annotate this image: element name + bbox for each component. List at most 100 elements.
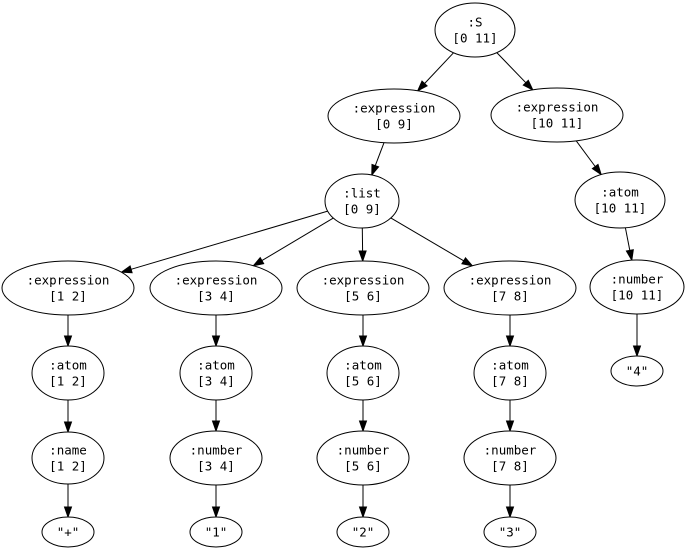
tree-node-expression-3-4-label: :expression <box>175 273 258 288</box>
arrowhead-icon <box>120 265 133 274</box>
tree-node-expression-7-8-label: [7 8] <box>491 289 529 304</box>
edge-list-0-9-to-expr-3-4 <box>261 217 334 262</box>
tree-node-expression-1-2-label: [1 2] <box>49 289 87 304</box>
tree-node-atom-3-4: :atom[3 4] <box>179 345 253 401</box>
tree-node-expression-7-8: :expression[7 8] <box>443 260 577 316</box>
arrowhead-icon <box>505 335 515 348</box>
tree-node-list-0-9-label: :list <box>343 186 381 201</box>
tree-node-number-5-6: :number[5 6] <box>316 430 410 486</box>
tree-node-atom-7-8-label: :atom <box>491 358 529 373</box>
tree-leaf-1-ellipse <box>189 516 243 548</box>
tree-node-atom-7-8-label: [7 8] <box>491 374 529 389</box>
tree-node-atom-7-8: :atom[7 8] <box>473 345 547 401</box>
tree-node-s-0-11-ellipse <box>434 2 516 58</box>
tree-node-atom-3-4-ellipse <box>179 345 253 401</box>
tree-node-atom-5-6-label: :atom <box>344 358 382 373</box>
tree-node-number-7-8-label: [7 8] <box>491 459 529 474</box>
tree-node-name-1-2: :name[1 2] <box>31 431 105 485</box>
tree-node-atom-3-4-label: [3 4] <box>197 374 235 389</box>
tree-node-atom-1-2-label: [1 2] <box>49 374 87 389</box>
tree-node-number-10-11-label: :number <box>611 272 664 287</box>
arrowhead-icon <box>63 506 73 519</box>
tree-node-expression-0-9-ellipse <box>327 88 461 144</box>
tree-node-atom-10-11-label: :atom <box>601 185 639 200</box>
tree-node-name-1-2-label: [1 2] <box>49 459 87 474</box>
tree-node-expression-0-9-label: [0 9] <box>375 117 413 132</box>
tree-node-name-1-2-label: :name <box>49 443 87 458</box>
arrowhead-icon <box>63 335 73 348</box>
tree-node-list-0-9: :list[0 9] <box>324 173 400 229</box>
tree-leaf-4-label: "4" <box>626 364 649 379</box>
edge-list-0-9-to-expr-1-2 <box>130 210 328 270</box>
tree-node-number-5-6-label: [5 6] <box>344 459 382 474</box>
tree-node-number-7-8-ellipse <box>463 430 557 486</box>
arrowhead-icon <box>505 506 515 519</box>
arrowhead-icon <box>211 420 221 433</box>
tree-node-expression-5-6-ellipse <box>296 260 430 316</box>
tree-node-expression-10-11-label: [10 11] <box>531 116 584 131</box>
tree-node-expression-5-6-label: :expression <box>322 273 405 288</box>
tree-node-s-0-11: :S[0 11] <box>434 2 516 58</box>
tree-node-s-0-11-label: :S <box>467 15 482 30</box>
tree-node-list-0-9-ellipse <box>324 173 400 229</box>
edge-s-0-11-to-expr-0-9 <box>424 52 454 84</box>
tree-node-expression-3-4-label: [3 4] <box>197 289 235 304</box>
arrowhead-icon <box>358 335 368 348</box>
tree-node-expression-0-9-label: :expression <box>353 101 436 116</box>
tree-node-number-5-6-ellipse <box>316 430 410 486</box>
tree-node-number-10-11-ellipse <box>589 259 685 315</box>
tree-node-expression-1-2-ellipse <box>1 260 135 316</box>
tree-leaf-plus: "+" <box>41 516 95 548</box>
arrowhead-icon <box>522 79 534 91</box>
tree-leaf-4: "4" <box>610 355 664 387</box>
tree-node-atom-10-11: :atom[10 11] <box>574 171 666 229</box>
edge-expr-10-11-to-atom-10-11 <box>575 140 596 167</box>
edge-s-0-11-to-expr-10-11 <box>496 52 527 84</box>
tree-node-s-0-11-label: [0 11] <box>452 31 497 46</box>
tree-node-atom-1-2: :atom[1 2] <box>31 345 105 401</box>
arrowhead-icon <box>211 506 221 519</box>
tree-node-atom-1-2-ellipse <box>31 345 105 401</box>
tree-leaf-2-ellipse <box>336 516 390 548</box>
tree-node-expression-10-11: :expression[10 11] <box>490 87 624 143</box>
arrowhead-icon <box>252 256 265 267</box>
arrowhead-icon <box>358 420 368 433</box>
tree-node-list-0-9-label: [0 9] <box>343 202 381 217</box>
tree-leaf-2: "2" <box>336 516 390 548</box>
tree-node-number-10-11: :number[10 11] <box>589 259 685 315</box>
tree-node-atom-5-6-ellipse <box>326 345 400 401</box>
tree-node-expression-10-11-label: :expression <box>516 100 599 115</box>
arrowhead-icon <box>591 163 603 176</box>
tree-node-atom-5-6: :atom[5 6] <box>326 345 400 401</box>
tree-node-expression-1-2: :expression[1 2] <box>1 260 135 316</box>
tree-node-atom-5-6-label: [5 6] <box>344 374 382 389</box>
edge-atom-10-11-to-number-10-11 <box>624 227 631 251</box>
arrowhead-icon <box>505 420 515 433</box>
tree-node-number-7-8: :number[7 8] <box>463 430 557 486</box>
tree-node-number-3-4-label: [3 4] <box>197 459 235 474</box>
tree-leaf-1: "1" <box>189 516 243 548</box>
tree-node-expression-7-8-ellipse <box>443 260 577 316</box>
tree-node-expression-10-11-ellipse <box>490 87 624 143</box>
tree-node-expression-3-4: :expression[3 4] <box>149 260 283 316</box>
tree-node-number-3-4-ellipse <box>169 430 263 486</box>
tree-node-number-7-8-label: :number <box>484 443 537 458</box>
arrowhead-icon <box>416 80 428 92</box>
tree-node-atom-10-11-ellipse <box>574 171 666 229</box>
tree-edges <box>63 52 642 519</box>
tree-leaf-plus-ellipse <box>41 516 95 548</box>
tree-leaf-2-label: "2" <box>352 525 375 540</box>
tree-leaf-4-ellipse <box>610 355 664 387</box>
tree-node-atom-1-2-label: :atom <box>49 358 87 373</box>
tree-node-number-3-4: :number[3 4] <box>169 430 263 486</box>
edge-list-0-9-to-expr-7-8 <box>390 217 464 262</box>
arrowhead-icon <box>63 421 73 434</box>
arrowhead-icon <box>211 335 221 348</box>
tree-leaf-3-ellipse <box>483 516 537 548</box>
tree-leaf-3: "3" <box>483 516 537 548</box>
tree-leaf-plus-label: "+" <box>57 525 80 540</box>
edge-expr-0-9-to-list-0-9 <box>374 142 385 166</box>
tree-leaf-3-label: "3" <box>499 525 522 540</box>
